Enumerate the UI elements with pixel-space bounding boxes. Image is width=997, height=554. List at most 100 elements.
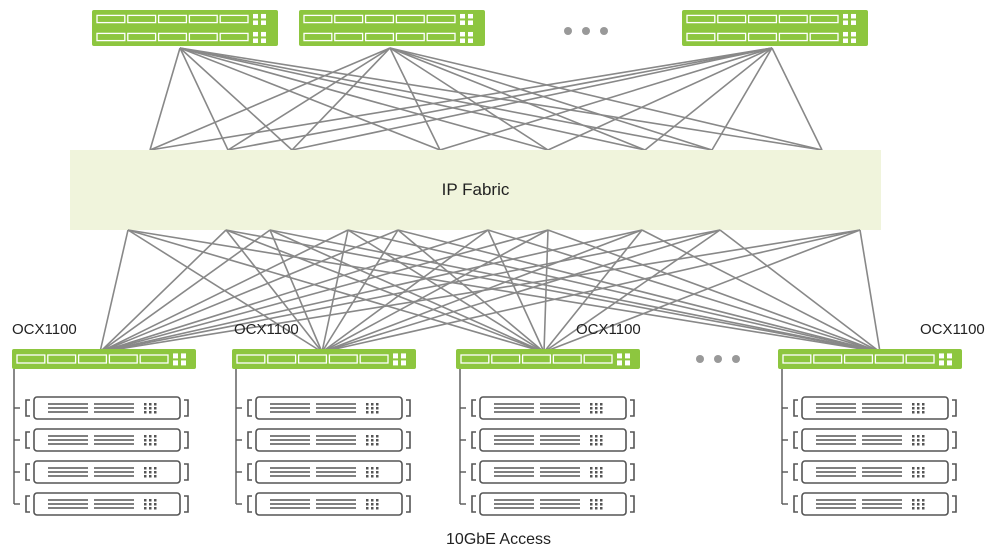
server-4-2 xyxy=(793,428,957,452)
leaf-switch-1-indicator xyxy=(173,353,178,359)
server-3-1-right-ear xyxy=(630,399,635,417)
leaf-switch-1-port xyxy=(77,354,108,364)
server-4-1-left-ear xyxy=(793,399,798,417)
spine-link-2-1 xyxy=(149,47,391,151)
spine-switch-1-body xyxy=(92,10,278,46)
spine-switch-2-indicator xyxy=(468,38,473,43)
leaf-link-4-1 xyxy=(127,229,881,353)
leaf-link-3-2 xyxy=(225,229,545,353)
server-3-2-led xyxy=(600,439,603,442)
leaf-switch-4-indicator xyxy=(947,360,952,366)
server-3-3-led xyxy=(600,467,603,470)
server-1-4-led xyxy=(154,507,157,510)
leaf-link-3-9 xyxy=(543,229,721,353)
leaf-link-1-1 xyxy=(99,229,129,353)
server-3-4-led xyxy=(600,503,603,506)
leaf-link-4-7 xyxy=(547,229,881,353)
spine-switch-1-indicator xyxy=(253,13,258,19)
spine-switch-3-indicator xyxy=(843,38,848,43)
server-3-1-led xyxy=(600,407,603,410)
leaf-link-2-8 xyxy=(321,229,643,353)
leaf-link-3-6 xyxy=(487,229,545,353)
leaf-ellipsis-dot xyxy=(732,355,740,363)
server-1-1 xyxy=(25,396,189,420)
leaf-switch-1 xyxy=(12,349,196,369)
spine-switch-3-port xyxy=(747,14,778,24)
server-2-2-led xyxy=(376,443,379,446)
leaf-switch-2 xyxy=(232,349,416,369)
spine-switch-1-indicator xyxy=(253,20,258,25)
spine-switch-2-indicator xyxy=(468,13,473,19)
spine-switch-1-indicator xyxy=(261,13,266,19)
server-3-2-right-ear xyxy=(630,431,635,449)
leaf-switch-3-port xyxy=(552,354,582,364)
leaf-switch-4-port xyxy=(782,354,812,364)
server-2-2-led xyxy=(371,439,374,442)
server-1-3-led xyxy=(144,475,147,478)
server-4-3-led xyxy=(917,467,920,470)
spine-switch-1-port xyxy=(157,32,188,42)
spine-switch-2-port xyxy=(426,14,456,24)
server-4-3-led xyxy=(912,475,915,478)
server-2-2-led xyxy=(376,439,379,442)
server-3-1 xyxy=(471,396,635,420)
leaf-switch-3-port xyxy=(521,354,552,364)
spine-switch-1-indicator xyxy=(253,31,258,37)
spine-switch-2-port xyxy=(395,14,425,24)
server-3-3-led xyxy=(590,467,593,470)
leaf-label-1: OCX1100 xyxy=(12,321,77,338)
server-4-2-led xyxy=(912,443,915,446)
server-3-4-led xyxy=(590,499,593,502)
server-2-4-led xyxy=(376,499,379,502)
spine-link-2-5 xyxy=(389,47,549,151)
server-3-2-led xyxy=(600,435,603,438)
server-3-1-led xyxy=(590,407,593,410)
spine-switch-2-indicator xyxy=(460,20,465,25)
leaf-link-3-3 xyxy=(269,229,545,353)
server-2-3-led xyxy=(371,471,374,474)
leaf-switch-3-body xyxy=(456,349,640,369)
server-2-3-left-ear xyxy=(247,463,252,481)
server-2-4-led xyxy=(371,499,374,502)
leaf-switches xyxy=(12,349,962,369)
leaf-link-1-5 xyxy=(99,229,399,353)
leaf-switch-4-port xyxy=(843,354,874,364)
server-2-2-led xyxy=(366,439,369,442)
spine-switch-3-indicator xyxy=(843,20,848,25)
server-4-1-led xyxy=(917,411,920,414)
server-2-4-led xyxy=(376,507,379,510)
spine-switch-1-indicator xyxy=(261,20,266,25)
spine-switch-3-indicator xyxy=(851,31,856,37)
server-1-3 xyxy=(25,460,189,484)
leaf-label-4: OCX1100 xyxy=(920,321,985,338)
server-4-4-led xyxy=(917,503,920,506)
leaf-switch-4-port xyxy=(874,354,904,364)
leaf-link-4-10 xyxy=(859,229,881,353)
spine-switch-3-port xyxy=(778,32,808,42)
spine-switch-2-indicator xyxy=(460,31,465,37)
leaf-ellipsis-dot xyxy=(714,355,722,363)
server-3-3-led xyxy=(595,471,598,474)
spine-link-1-6 xyxy=(179,47,646,151)
spine-switch-3-indicator xyxy=(843,13,848,19)
server-2-4-led xyxy=(371,503,374,506)
fabric-leaf-links xyxy=(99,229,881,353)
leaf-switch-2-port xyxy=(236,354,266,364)
spine-link-3-2 xyxy=(227,47,773,151)
server-4-1-led xyxy=(917,407,920,410)
server-3-4-led xyxy=(595,499,598,502)
server-1-2-led xyxy=(154,443,157,446)
server-4-4-led xyxy=(917,507,920,510)
spine-switch-2-port xyxy=(334,32,364,42)
server-2-2-led xyxy=(371,443,374,446)
server-1-1-led xyxy=(144,411,147,414)
spine-switch-3-indicator xyxy=(851,20,856,25)
server-3-3-right-ear xyxy=(630,463,635,481)
server-3-4-led xyxy=(595,507,598,510)
spine-switch-3 xyxy=(682,10,868,46)
server-2-1-led xyxy=(366,411,369,414)
server-3-1-led xyxy=(600,403,603,406)
leaf-switch-1-body xyxy=(12,349,196,369)
leaf-switch-4-indicator xyxy=(939,353,944,359)
server-4-4-led xyxy=(912,507,915,510)
